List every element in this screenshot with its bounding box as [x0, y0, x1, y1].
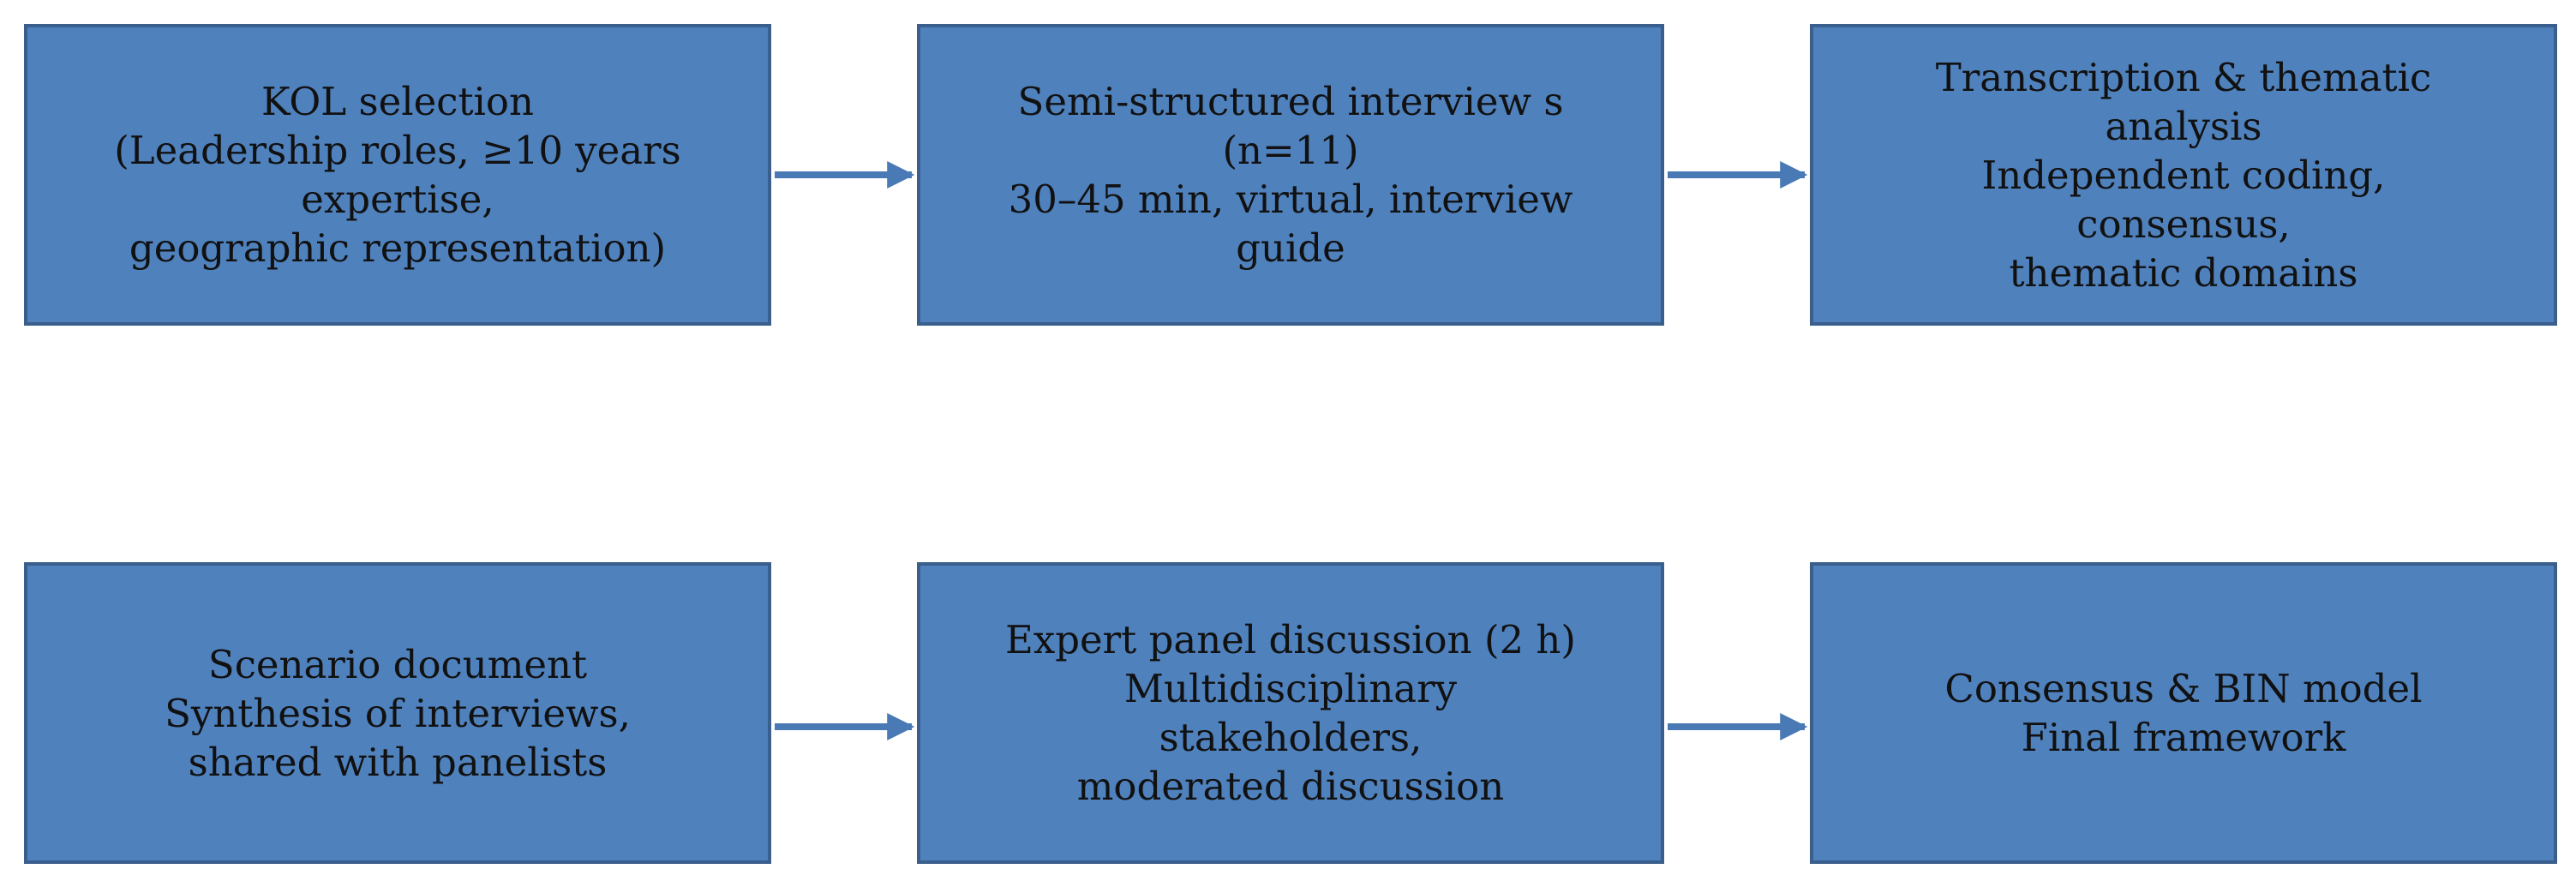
expert-panel-box: Expert panel discussion (2 h) Multidisci… [917, 562, 1664, 864]
box-text-line: Final framework [2021, 715, 2346, 760]
box-text-line: analysis [2105, 103, 2262, 149]
box-text-line: consensus, [2076, 201, 2291, 247]
scenario-document-box: Scenario document Synthesis of interview… [24, 562, 771, 864]
box-text-line: thematic domains [2009, 249, 2358, 296]
box-text-line: Scenario document [207, 641, 588, 687]
kol-selection-box: KOL selection (Leadership roles, ≥10 yea… [24, 24, 771, 326]
box-text-line: (Leadership roles, ≥10 years [114, 128, 681, 173]
box-text-line: Consensus & BIN model [1944, 666, 2423, 711]
box-text-line: KOL selection [261, 79, 534, 124]
box-text-line: geographic representation) [129, 225, 667, 271]
box-text-line: Independent coding, [1981, 152, 2386, 198]
box-text-line: (n=11) [1222, 128, 1359, 173]
consensus-bin-model-box: Consensus & BIN model Final framework [1810, 562, 2557, 864]
semi-structured-interviews-box: Semi-structured interview s (n=11) 30–45… [917, 24, 1664, 326]
box-text-line: stakeholders, [1159, 715, 1423, 760]
box-text-line: Synthesis of interviews, [165, 690, 631, 736]
box-text-line: moderated discussion [1076, 764, 1505, 809]
box-text-line: Expert panel discussion (2 h) [1005, 617, 1576, 662]
box-text-line: Semi-structured interview s [1017, 79, 1564, 124]
transcription-analysis-box: Transcription & thematic analysis Indepe… [1810, 24, 2557, 326]
box-text-line: 30–45 min, virtual, interview [1008, 177, 1573, 222]
box-text-line: Transcription & thematic [1935, 54, 2432, 100]
box-text-line: expertise, [301, 177, 494, 222]
box-text-line: shared with panelists [188, 739, 608, 785]
box-text-line: guide [1236, 225, 1345, 271]
box-text-line: Multidisciplinary [1123, 666, 1458, 711]
